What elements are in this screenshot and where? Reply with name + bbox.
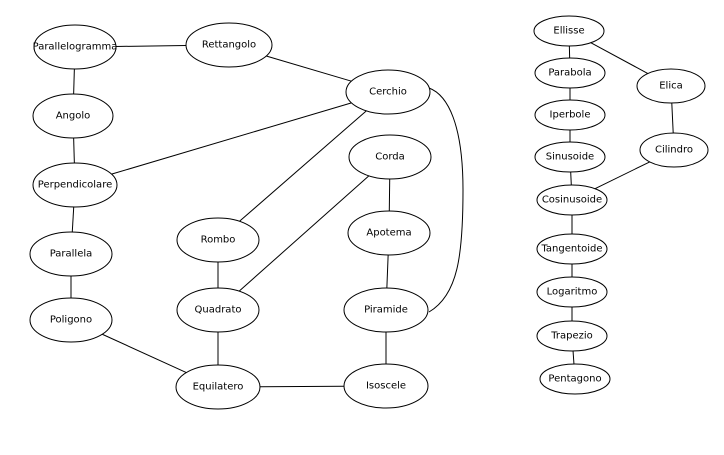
node-label: Tangentoide: [540, 244, 602, 255]
node-cilindro: Cilindro: [639, 132, 709, 168]
node-label: Parallelogramma: [33, 42, 118, 53]
node-label: Perpendicolare: [38, 180, 112, 191]
edge-rettangolo-cerchio: [266, 55, 352, 82]
node-ellipse: [534, 57, 606, 89]
node-corda: Corda: [348, 134, 432, 180]
node-ellipse: [536, 233, 608, 265]
node-ellipse: [536, 276, 608, 308]
node-label: Rombo: [201, 235, 236, 246]
node-label: Cosinusoide: [542, 195, 602, 206]
node-ellipse: [32, 162, 118, 208]
node-label: Cerchio: [369, 87, 407, 98]
node-rombo: Rombo: [176, 217, 260, 263]
node-sinusoide: Sinusoide: [534, 141, 606, 173]
node-trapezio: Trapezio: [536, 320, 608, 352]
node-elica: Elica: [636, 68, 706, 104]
edge-perpendicolare-parallela: [71, 206, 75, 233]
node-ellipse: [176, 287, 260, 333]
node-quadrato: Quadrato: [176, 287, 260, 333]
node-ellipse: [343, 363, 429, 409]
node-label: Poligono: [50, 315, 92, 326]
node-cerchio: Cerchio: [345, 69, 431, 115]
node-cosinusoide: Cosinusoide: [536, 184, 608, 216]
edge-parallelogramma-angolo: [73, 68, 75, 95]
edges-layer: [70, 42, 674, 388]
edge-perpendicolare-cerchio: [111, 102, 352, 175]
node-label: Equilatero: [193, 382, 244, 393]
node-rettangolo: Rettangolo: [185, 22, 273, 68]
node-ellipse: [32, 93, 114, 139]
node-label: Angolo: [56, 111, 91, 122]
node-label: Iperbole: [550, 110, 591, 121]
node-ellipse: [33, 24, 117, 70]
node-label: Rettangolo: [202, 40, 256, 51]
node-label: Parallela: [50, 249, 93, 260]
node-label: Ellisse: [553, 26, 584, 37]
edge-equilatero-isoscele: [259, 385, 345, 388]
node-ellipse: [533, 15, 605, 47]
node-ellipse: [639, 132, 709, 168]
node-ellipse: [347, 210, 431, 256]
edge-rombo-cerchio: [239, 110, 367, 222]
node-label: Piramide: [364, 305, 408, 316]
node-ellipse: [636, 68, 706, 104]
node-label: Quadrato: [195, 305, 242, 316]
node-equilatero: Equilatero: [175, 364, 261, 410]
edge-ellisse-elica: [590, 42, 649, 74]
node-piramide: Piramide: [343, 287, 429, 333]
node-ellipse: [345, 69, 431, 115]
edge-cilindro-cosinusoide: [594, 161, 650, 190]
node-label: Parabola: [548, 68, 591, 79]
node-ellipse: [534, 141, 606, 173]
node-ellipse: [536, 320, 608, 352]
edge-parallelogramma-rettangolo: [115, 45, 187, 47]
node-label: Trapezio: [550, 331, 593, 342]
node-ellipse: [176, 217, 260, 263]
node-ellipse: [536, 184, 608, 216]
node-ellipse: [175, 364, 261, 410]
edge-elica-cilindro: [671, 102, 674, 134]
node-poligono: Poligono: [29, 297, 113, 343]
node-label: Cilindro: [655, 145, 693, 156]
node-ellipse: [29, 231, 113, 277]
node-parabola: Parabola: [534, 57, 606, 89]
node-perpendicolare: Perpendicolare: [32, 162, 118, 208]
node-label: Logaritmo: [547, 287, 598, 298]
edge-angolo-perpendicolare: [73, 137, 75, 164]
node-angolo: Angolo: [32, 93, 114, 139]
edge-poligono-equilatero: [102, 333, 187, 374]
node-label: Sinusoide: [546, 152, 594, 163]
edge-trapezio-pentagono: [572, 350, 575, 365]
node-label: Isoscele: [366, 381, 406, 392]
node-parallelogramma: Parallelogramma: [33, 24, 118, 70]
node-apotema: Apotema: [347, 210, 431, 256]
node-ellisse: Ellisse: [533, 15, 605, 47]
node-tangentoide: Tangentoide: [536, 233, 608, 265]
edge-cerchio-piramide: [428, 87, 464, 313]
node-ellipse: [29, 297, 113, 343]
node-label: Corda: [375, 152, 405, 163]
edge-sinusoide-cosinusoide: [570, 171, 572, 186]
node-isoscele: Isoscele: [343, 363, 429, 409]
edge-quadrato-corda: [238, 175, 370, 292]
node-iperbole: Iperbole: [534, 99, 606, 131]
node-ellipse: [343, 287, 429, 333]
node-ellipse: [539, 363, 611, 395]
node-label: Elica: [659, 81, 683, 92]
node-parallela: Parallela: [29, 231, 113, 277]
node-ellipse: [348, 134, 432, 180]
node-pentagono: Pentagono: [539, 363, 611, 395]
node-logaritmo: Logaritmo: [536, 276, 608, 308]
node-label: Pentagono: [548, 374, 601, 385]
node-ellipse: [534, 99, 606, 131]
node-ellipse: [185, 22, 273, 68]
edge-apotema-piramide: [386, 254, 389, 289]
node-label: Apotema: [366, 228, 411, 239]
